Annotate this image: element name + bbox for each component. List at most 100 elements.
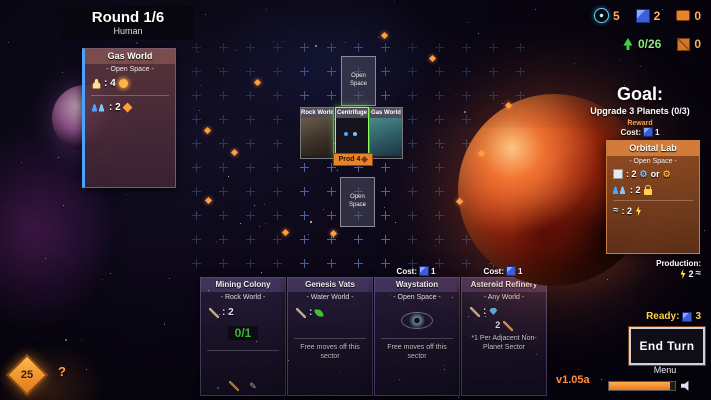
cost-label: Cost: <box>483 266 504 276</box>
wave-icon <box>613 206 619 216</box>
genesis-vats-stat: : <box>288 302 372 320</box>
orbital-lab-stat2: : 2 <box>607 182 699 198</box>
ready-cube-icon <box>682 311 693 322</box>
centrifuge-label: Centrifuge <box>336 108 368 118</box>
orbital-stat1-value: : 2 <box>626 169 637 179</box>
card-title: Genesis Vats <box>288 278 372 292</box>
yield-value: 2 <box>495 320 501 330</box>
pick-icon <box>502 320 513 331</box>
module-icon <box>613 169 623 179</box>
help-button[interactable]: ? <box>58 364 66 379</box>
production-label: Production: <box>656 259 701 268</box>
divider <box>381 338 453 339</box>
orbital-lab-stat1: : 2 or <box>607 166 699 182</box>
card-mining-colony[interactable]: Mining Colony - Rock World - : 2 0/1 <box>200 277 286 396</box>
crew-dot-icon <box>344 132 348 136</box>
gas-world-label: Gas World <box>370 108 402 118</box>
cost-cube-icon <box>506 266 516 276</box>
bolt-icon <box>680 269 686 279</box>
biomass-value: 0/26 <box>637 37 662 51</box>
card-waystation[interactable]: Waystation - Open Space - Free moves off… <box>374 277 460 396</box>
leaf-icon <box>314 307 324 318</box>
map-tile-gas-world[interactable]: Gas World <box>369 107 403 159</box>
orbital-lab-subtitle: - Open Space - <box>629 158 677 165</box>
gas-world-art <box>370 118 402 156</box>
open-space-top-label: Open Space <box>349 73 367 87</box>
orbital-lab-card: Orbital Lab - Open Space - : 2 or : 2 : … <box>606 140 700 254</box>
round-panel: Round 1/6 Human <box>62 6 194 40</box>
resource-biomass: 0/26 <box>622 37 661 51</box>
chips-value: 0 <box>694 8 701 23</box>
production-summary: Production: 2 <box>656 259 701 279</box>
card-title: Waystation <box>375 278 459 292</box>
orbital-stat2-value: : 2 <box>630 185 641 195</box>
ready-label: Ready: <box>646 311 680 322</box>
speaker-button[interactable] <box>681 377 693 395</box>
stat-value: : <box>483 306 487 317</box>
stat2-value: : 2 <box>109 102 121 113</box>
end-turn-button[interactable]: End Turn <box>628 326 706 366</box>
mining-colony-icons <box>201 381 285 391</box>
progress-counter: 0/1 <box>227 326 259 340</box>
stat-value: : 2 <box>222 307 234 318</box>
resource-materials: 2 <box>635 8 660 23</box>
cost-cube-icon <box>643 127 653 137</box>
selected-card-subtitle: - Open Space - <box>106 66 154 73</box>
selected-card-stat1: : 4 <box>85 74 175 93</box>
rock-world-label: Rock World <box>301 108 333 118</box>
map-tile-rock-world[interactable]: Rock World <box>300 107 334 159</box>
prod-badge-label: Prod 4 <box>338 156 361 163</box>
player-label: Human <box>113 26 143 36</box>
pick-icon <box>229 381 240 391</box>
resource-bar-top: 5 2 0 <box>593 8 701 23</box>
production-icons: 2 <box>656 269 701 279</box>
reward-label: Reward <box>627 120 653 127</box>
goal-cost-value: 1 <box>655 127 660 137</box>
resource-chips: 0 <box>676 9 701 23</box>
round-label: Round 1/6 <box>91 9 165 26</box>
cost-label: Cost: <box>396 266 417 276</box>
card-effect-text: *1 Per Adjacent Non-Planet Sector <box>471 334 537 352</box>
population-icon <box>613 186 627 194</box>
eye-icon <box>401 312 433 330</box>
card-effect-text: Free moves off this sector <box>300 344 360 361</box>
gem-icon <box>489 308 498 315</box>
centrifuge-prod-badge: Prod 4 <box>333 153 373 166</box>
wave-icon <box>696 269 702 279</box>
menu-button[interactable]: Menu <box>653 365 677 375</box>
gear-icon <box>663 170 671 179</box>
selected-card-title: Gas World <box>85 49 175 64</box>
stat1-value: : 4 <box>104 78 116 89</box>
volume-slider[interactable] <box>608 381 676 391</box>
selected-sector-card: Gas World - Open Space - : 4 : 2 <box>82 48 176 188</box>
goal-subtitle: Upgrade 3 Planets (0/3) <box>590 106 690 116</box>
mining-colony-stat: : 2 <box>201 302 285 320</box>
card-subtitle: - Any World - <box>483 294 525 301</box>
gear-icon <box>640 170 648 179</box>
pick-icon <box>296 307 306 318</box>
card-asteroid-refinery[interactable]: Asteroid Refinery - Any World - : 2 *1 P… <box>461 277 547 396</box>
materials-icon <box>635 8 650 23</box>
worker-icon <box>92 78 101 89</box>
population-icon <box>92 104 106 112</box>
card-genesis-vats[interactable]: Genesis Vats - Water World - : Free move… <box>287 277 373 396</box>
energy-icon <box>118 79 128 88</box>
card-subtitle: - Rock World - <box>220 294 266 301</box>
orbital-lab-production: : 2 <box>607 203 699 219</box>
divider <box>613 200 693 201</box>
map-tile-centrifuge[interactable]: Centrifuge <box>335 107 369 159</box>
card-effect-text: Free moves off this sector <box>387 344 447 361</box>
orbital-prod-value: : 2 <box>621 206 633 216</box>
mining-colony-counter-row: 0/1 <box>201 324 285 342</box>
map-tile-open-space-top[interactable]: Open Space <box>341 56 376 106</box>
orbital-lab-title: Orbital Lab <box>607 141 699 156</box>
crate-icon <box>677 37 691 51</box>
map-tile-open-space-bottom[interactable]: Open Space <box>340 177 375 227</box>
prod-badge-icon <box>361 155 369 164</box>
production-value: 2 <box>688 269 694 279</box>
resource-bar-bottom: 0/26 0 <box>622 37 701 51</box>
currency-badge: 25 <box>5 353 49 397</box>
cost-cube-icon <box>419 266 429 276</box>
asteroid-refinery-cost: Cost: 1 <box>461 266 545 276</box>
